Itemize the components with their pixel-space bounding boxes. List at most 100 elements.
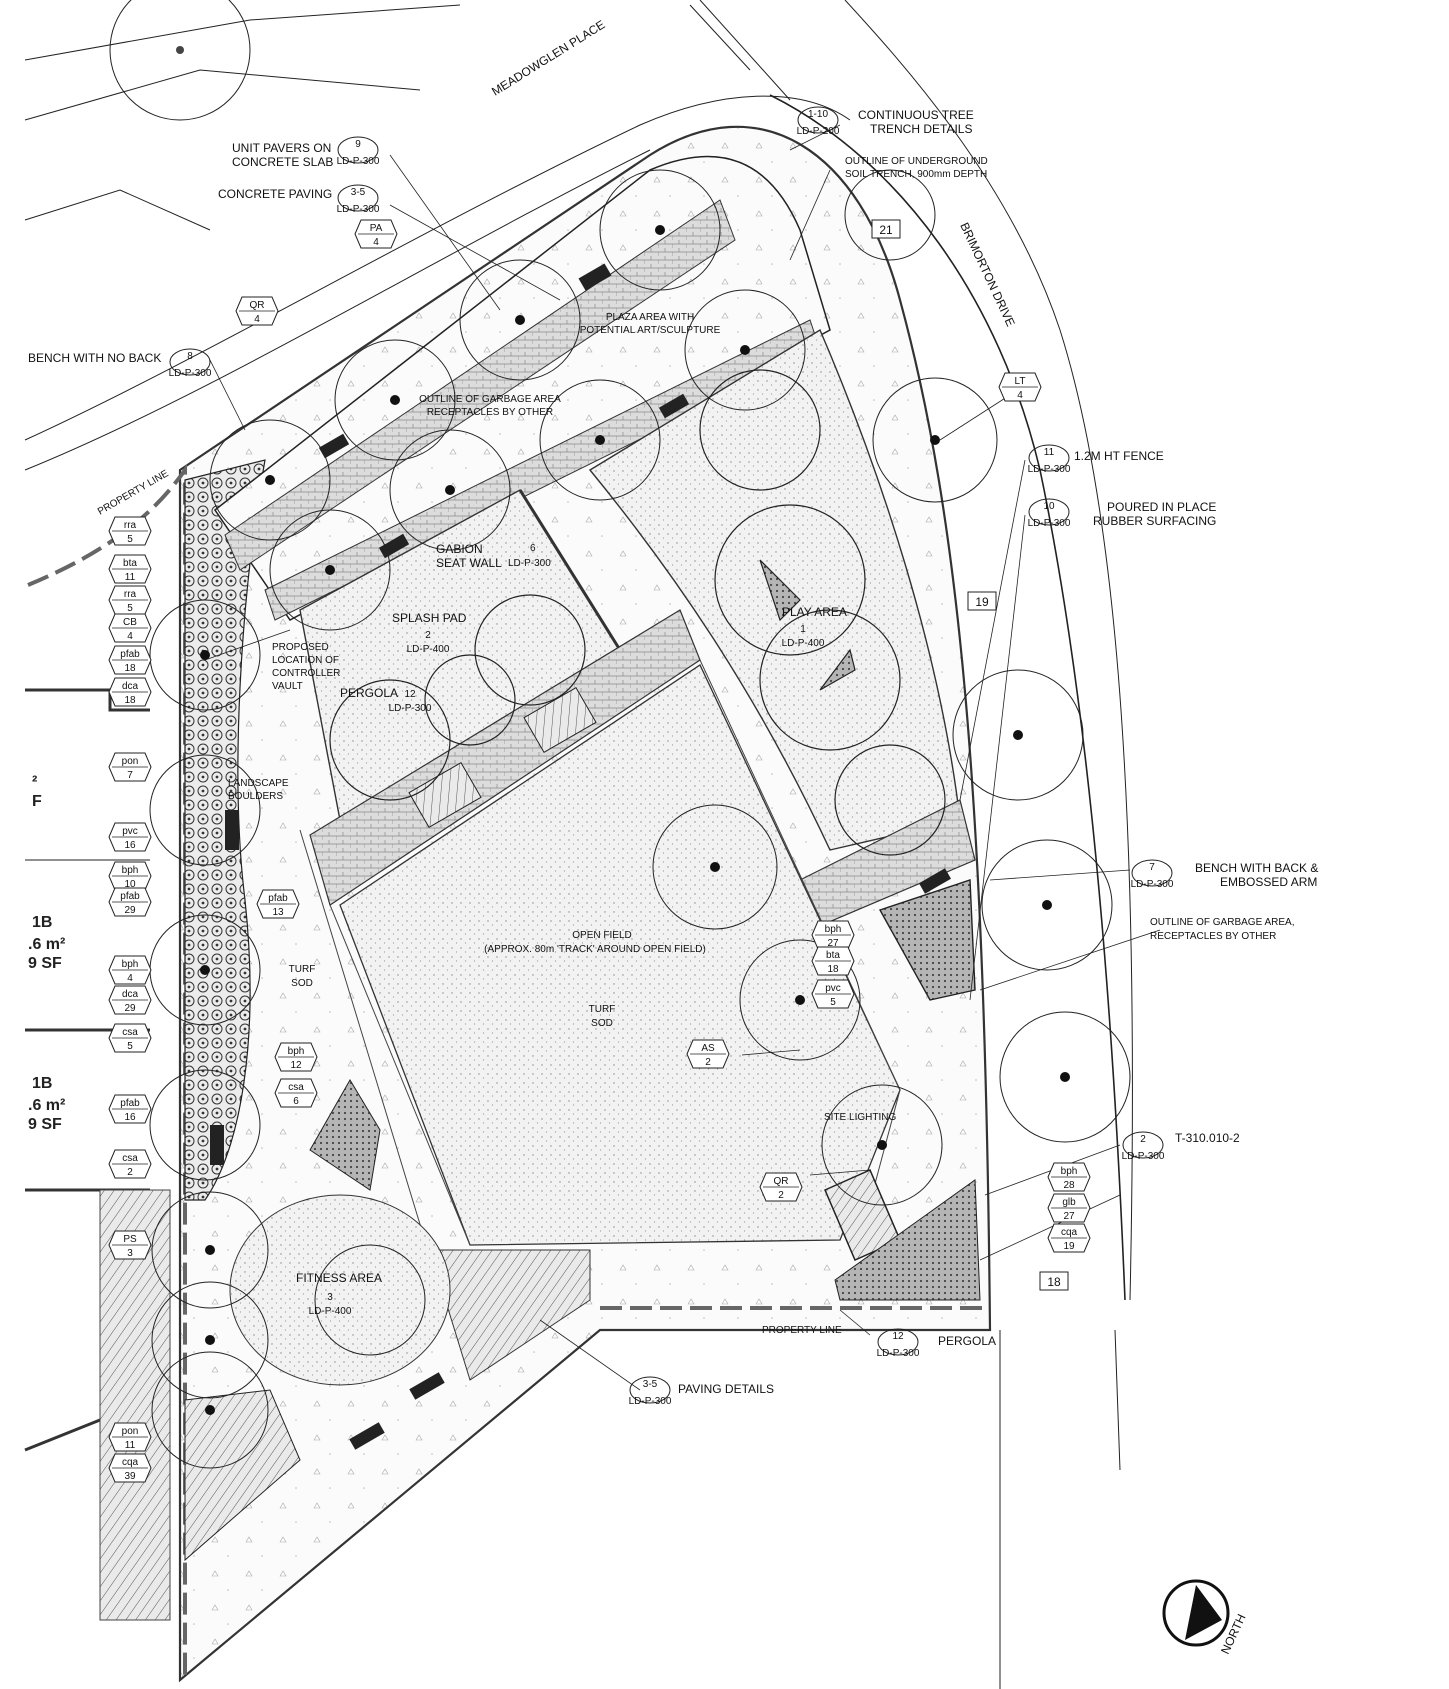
tree-tag-0: PA4 [354,219,398,249]
callout-paving-details-ref: LD-P-300 [629,1396,672,1407]
note-play: PLAY AREA [782,605,847,619]
plant-tag-14-code: csa [122,1153,138,1164]
lot-18-box [1039,1271,1069,1291]
plant-tag-11-qty: 29 [124,1003,136,1014]
note-pergola-mid: PERGOLA [340,686,398,700]
plant-tag-24-code: bph [1061,1166,1078,1177]
callout-rubber-ref: LD-P-300 [1028,518,1071,529]
play-structures [329,369,946,856]
plant-tag-6-code: pon [122,756,139,767]
callout-concrete-paving-ref: LD-P-300 [337,204,380,215]
note-garbage-top-l2: RECEPTACLES BY OTHER [427,407,553,418]
tree-tag-4: QR2 [759,1172,803,1202]
note-property-line-bottom: PROPERTY LINE [762,1325,842,1336]
lot-19: 19 [975,595,989,609]
note-splash-ref: LD-P-400 [407,644,450,655]
garbage-area [878,879,976,1001]
callout-tree-trench-num: 1-10 [808,109,828,120]
plant-tag-8-qty: 10 [124,879,136,890]
edge-a-1: 1B [32,914,52,931]
callout-fence-num: 11 [1044,447,1055,458]
callout-bench-back-l2: EMBOSSED ARM [1220,875,1317,889]
plant-tag-23-qty: 5 [830,997,836,1008]
plant-tag-22-qty: 18 [827,964,839,975]
edge-c-1: ² [32,774,37,791]
open-field [339,664,901,1246]
plant-tag-17-qty: 39 [124,1471,136,1482]
note-controller-l4: VAULT [272,681,303,692]
plant-tag-16-code: pon [122,1426,139,1437]
callout-bench-back-num: 7 [1149,862,1155,873]
plant-tag-10-qty: 4 [127,973,133,984]
plant-tag-24: bph 28 [1047,1162,1091,1192]
south-paving [429,1249,591,1381]
callout-tree-trench-l1: CONTINUOUS TREE [858,108,974,122]
plant-tag-18-qty: 13 [272,907,284,918]
plant-tag-7-qty: 16 [124,840,136,851]
track-path-west [299,829,441,1291]
callout-pergola-bottom-ref: LD-P-300 [877,1348,920,1359]
plant-tag-25-code: glb [1062,1197,1076,1208]
plant-tag-3-code: CB [123,617,137,628]
note-fitness: FITNESS AREA [296,1271,382,1285]
plant-tag-9-qty: 29 [124,905,136,916]
plant-tag-1-qty: 11 [125,572,136,583]
edge-a-3: 9 SF [28,955,62,972]
plant-tag-24-qty: 28 [1063,1180,1075,1191]
plant-tag-10-code: bph [122,959,139,970]
plant-tag-12-code: csa [122,1027,138,1038]
plant-tag-11-code: dca [122,989,139,1000]
plant-tag-7-code: pvc [122,826,138,837]
note-garbage-right-l1: OUTLINE OF GARBAGE AREA, [1150,917,1294,928]
note-open-field-l1: OPEN FIELD [572,930,631,941]
tree-tag-2-qty: 4 [1017,390,1023,401]
callout-t310-num: 2 [1140,1134,1146,1145]
edge-b-3: 9 SF [28,1116,62,1133]
southwest-planting [184,1389,301,1562]
plant-tag-20-qty: 6 [293,1096,299,1107]
callout-concrete-paving-num: 3-5 [351,187,366,198]
north-arrow: NORTH [1162,1579,1249,1656]
plant-tag-2-qty: 5 [127,603,133,614]
plant-tag-0-qty: 5 [127,534,133,545]
lot-21: 21 [879,223,893,237]
note-turf-center-l1: TURF [589,1004,616,1015]
plant-tag-3: CB4 [108,613,152,643]
plant-tag-0-code: rra [124,520,137,531]
notes: OUTLINE OF UNDERGROUND SOIL TRENCH, 900m… [96,156,1294,1336]
plant-tag-11: dca 29 [108,985,152,1015]
note-gabion-l2: SEAT WALL [436,556,502,570]
callout-bench-no-back: BENCH WITH NO BACK [28,351,161,365]
note-garbage-top-l1: OUTLINE OF GARBAGE AREA [419,394,561,405]
plant-tag-13-code: pfab [120,1098,140,1109]
trees [149,169,1131,1469]
note-gabion-l1: GABION [436,542,483,556]
note-boulders-l1: LANDSCAPE [228,778,289,789]
note-fitness-num: 3 [327,1292,333,1303]
note-soil-trench-l2: SOIL TRENCH, 900mm DEPTH [845,169,987,180]
callout-bench-no-back-ref: LD-P-300 [169,368,212,379]
note-gabion-ref: LD-P-300 [508,558,551,569]
tree-tag-1-qty: 4 [254,314,260,325]
note-gabion-num: 6 [530,543,536,554]
plant-tag-5-code: dca [122,681,139,692]
note-fitness-ref: LD-P-400 [309,1306,352,1317]
callout-concrete-paving: CONCRETE PAVING [218,187,332,201]
leader-lines [204,124,1161,1391]
note-open-field-l2: (APPROX. 80m 'TRACK' AROUND OPEN FIELD) [484,944,706,955]
note-play-num: 1 [800,624,806,635]
callout-bench-no-back-num: 8 [187,351,193,362]
callout-rubber-num: 10 [1043,501,1055,512]
tree-tag-3: AS2 [686,1039,730,1069]
